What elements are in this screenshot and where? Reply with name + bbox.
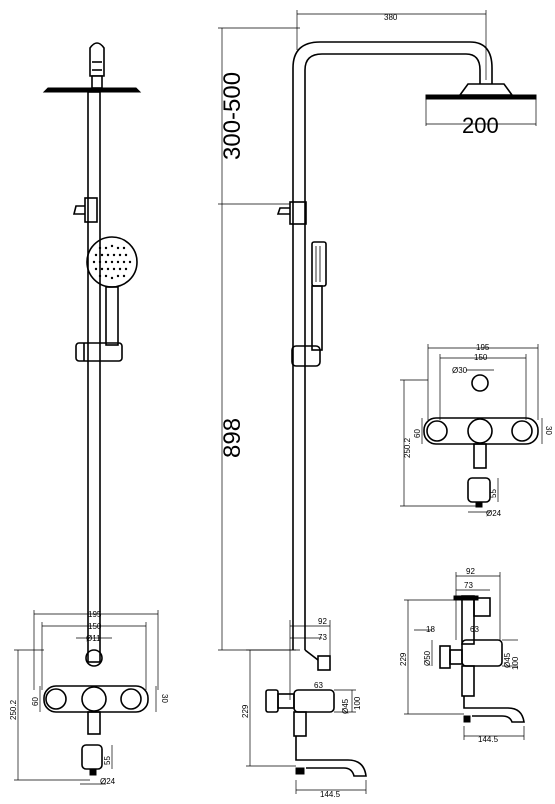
detail-front-dim-30: Ø30 — [452, 366, 468, 375]
front-dim-24: Ø24 — [100, 777, 116, 786]
side-dim-45: Ø45 — [341, 698, 350, 714]
detail-side-dim-50: Ø50 — [423, 650, 432, 666]
detail-side-dim-63: 63 — [470, 625, 479, 634]
front-dim-60: 60 — [31, 697, 40, 706]
side-dim-898: 898 — [219, 418, 246, 458]
side-dim-200: 200 — [462, 113, 499, 138]
detail-side-dim-18: 18 — [426, 625, 435, 634]
side-dim-73: 73 — [318, 633, 327, 642]
detail-side-dim-73: 73 — [464, 581, 473, 590]
front-view: 195 150 Ø11 250.2 60 30 55 Ø24 — [9, 42, 169, 786]
front-dim-195: 195 — [88, 610, 102, 619]
side-dim-380: 380 — [384, 13, 398, 22]
side-dim-144-5: 144.5 — [320, 790, 341, 799]
front-dim-55: 55 — [103, 756, 112, 765]
detail-front-dim-55: 55 — [489, 489, 498, 498]
front-dim-11: Ø11 — [86, 634, 101, 643]
detail-front-dim-195: 195 — [476, 343, 490, 352]
detail-front-dim-30r: 30 — [544, 426, 553, 435]
detail-side-dim-229: 229 — [399, 652, 408, 666]
side-view: 380 300-500 898 200 92 73 — [218, 10, 537, 799]
side-dim-92: 92 — [318, 617, 327, 626]
side-dim-100: 100 — [353, 696, 362, 710]
detail-front-dim-24: Ø24 — [486, 509, 502, 518]
detail-side-dim-100: 100 — [511, 656, 520, 670]
detail-side-dim-45: Ø45 — [503, 652, 512, 668]
detail-side-view: 92 73 18 63 Ø50 Ø45 100 229 144.5 — [399, 567, 525, 744]
front-dim-30: 30 — [160, 694, 169, 703]
detail-front-dim-60: 60 — [413, 429, 422, 438]
side-dim-229: 229 — [241, 704, 250, 718]
side-dim-300-500: 300-500 — [219, 72, 246, 160]
detail-front-dim-250: 250.2 — [403, 437, 412, 458]
side-dim-63: 63 — [314, 681, 323, 690]
hand-shower-holes — [92, 244, 132, 280]
detail-side-dim-92: 92 — [466, 567, 475, 576]
detail-front-view: 195 150 Ø30 250.2 60 30 55 Ø24 — [400, 343, 553, 518]
detail-front-dim-150: 150 — [474, 353, 488, 362]
front-dim-150: 150 — [88, 622, 102, 631]
front-dim-250: 250.2 — [9, 699, 18, 720]
detail-side-dim-144-5: 144.5 — [478, 735, 499, 744]
